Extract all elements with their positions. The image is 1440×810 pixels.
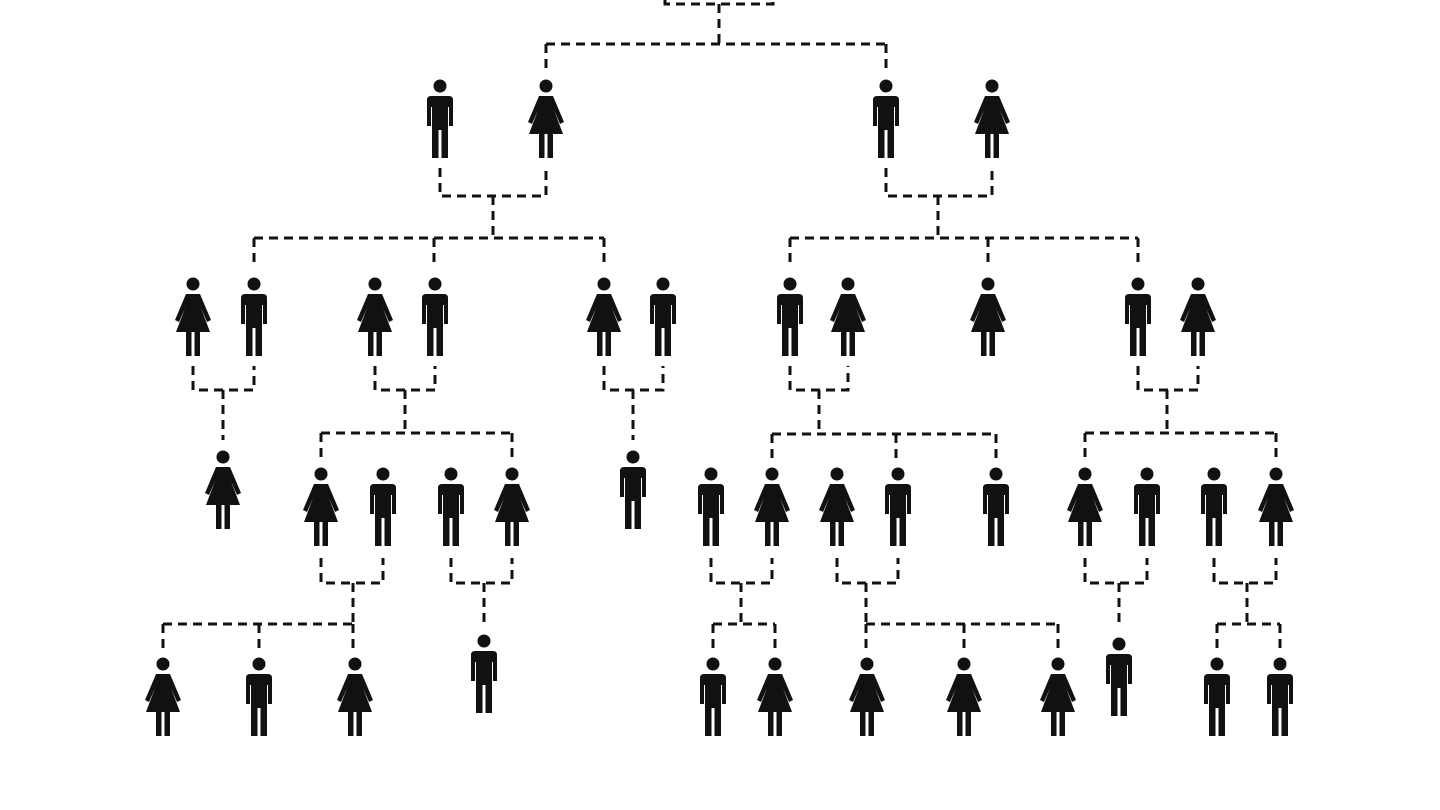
female-figure-icon bbox=[849, 657, 885, 736]
male-figure-icon bbox=[983, 467, 1009, 546]
connector-line bbox=[1136, 366, 1200, 392]
male-figure-icon bbox=[246, 657, 272, 736]
male-figure-icon bbox=[438, 467, 464, 546]
female-figure-icon bbox=[1067, 467, 1103, 546]
female-figure-icon bbox=[528, 79, 564, 158]
female-figure-icon bbox=[946, 657, 982, 736]
male-figure-icon bbox=[1204, 657, 1230, 736]
connector-line bbox=[373, 366, 437, 392]
connector-line bbox=[663, 0, 775, 6]
connector-line bbox=[1212, 558, 1278, 585]
male-figure-icon bbox=[873, 79, 899, 158]
female-figure-icon bbox=[175, 277, 211, 356]
male-figure-icon bbox=[1125, 277, 1151, 356]
male-figure-icon bbox=[885, 467, 911, 546]
female-figure-icon bbox=[1258, 467, 1294, 546]
tree-people bbox=[145, 79, 1294, 736]
female-figure-icon bbox=[205, 450, 241, 529]
female-figure-icon bbox=[357, 277, 393, 356]
female-figure-icon bbox=[337, 657, 373, 736]
male-figure-icon bbox=[698, 467, 724, 546]
tree-connectors bbox=[161, 0, 1282, 648]
connector-line bbox=[319, 558, 385, 585]
connector-line bbox=[1083, 558, 1149, 585]
connector-line bbox=[835, 558, 900, 585]
male-figure-icon bbox=[1201, 467, 1227, 546]
male-figure-icon bbox=[700, 657, 726, 736]
connector-line bbox=[438, 168, 548, 198]
female-figure-icon bbox=[757, 657, 793, 736]
connector-line bbox=[884, 168, 994, 198]
female-figure-icon bbox=[303, 467, 339, 546]
male-figure-icon bbox=[427, 79, 453, 158]
male-figure-icon bbox=[1106, 637, 1132, 716]
female-figure-icon bbox=[494, 467, 530, 546]
female-figure-icon bbox=[970, 277, 1006, 356]
connector-line bbox=[191, 366, 256, 392]
male-figure-icon bbox=[1267, 657, 1293, 736]
female-figure-icon bbox=[754, 467, 790, 546]
connector-line bbox=[602, 366, 665, 392]
female-figure-icon bbox=[830, 277, 866, 356]
female-figure-icon bbox=[1040, 657, 1076, 736]
female-figure-icon bbox=[586, 277, 622, 356]
connector-line bbox=[449, 558, 514, 585]
female-figure-icon bbox=[145, 657, 181, 736]
female-figure-icon bbox=[974, 79, 1010, 158]
male-figure-icon bbox=[241, 277, 267, 356]
male-figure-icon bbox=[1134, 467, 1160, 546]
female-figure-icon bbox=[819, 467, 855, 546]
connector-line bbox=[709, 558, 774, 585]
male-figure-icon bbox=[777, 277, 803, 356]
male-figure-icon bbox=[370, 467, 396, 546]
male-figure-icon bbox=[422, 277, 448, 356]
female-figure-icon bbox=[1180, 277, 1216, 356]
male-figure-icon bbox=[650, 277, 676, 356]
connector-line bbox=[788, 366, 850, 392]
male-figure-icon bbox=[620, 450, 646, 529]
male-figure-icon bbox=[471, 634, 497, 713]
